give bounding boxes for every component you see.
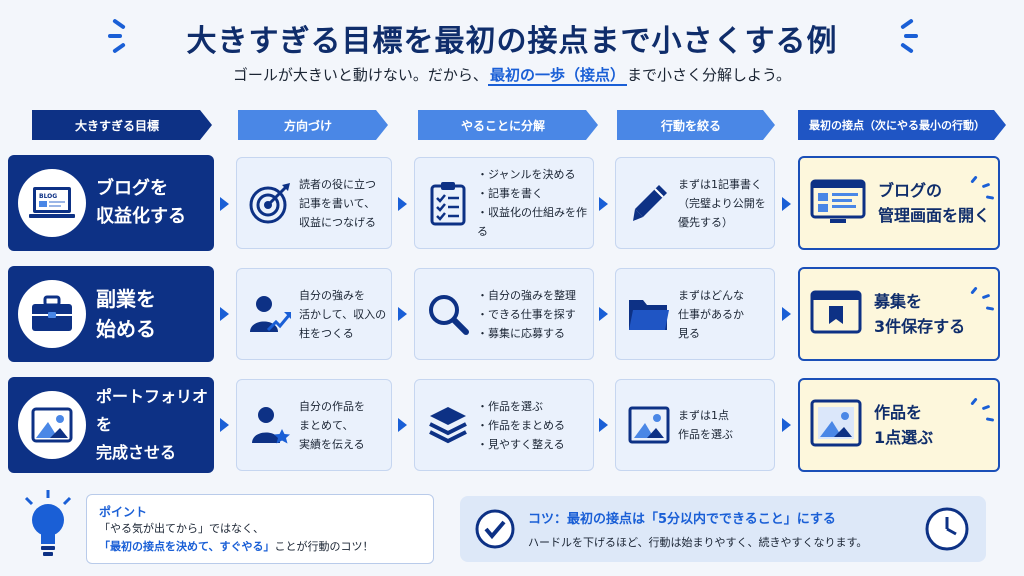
narrow-cell: まずは1記事書く （完璧より公開を 優先する） (615, 157, 775, 249)
narrow-cell: まずはどんな 仕事があるか 見る (615, 268, 775, 360)
breakdown-text: ・ジャンルを決める ・記事を書く ・収益化の仕組みを作る (477, 168, 587, 238)
direction-text: 読者の役に立つ 記事を書いて、 収益につなげる (299, 177, 376, 229)
magnifier-icon (423, 292, 473, 336)
picture-icon (624, 405, 674, 445)
bookmark-window-icon (810, 288, 862, 340)
contact-card: 作品を 1点選ぶ (798, 378, 1000, 472)
layers-icon (423, 403, 473, 447)
kotsu-body: ハードルを下げるほど、行動は始まりやすく、続きやすくなります。 (528, 536, 868, 549)
arrow-right-icon (782, 197, 791, 211)
arrow-right-icon (398, 418, 407, 432)
tip-line2: 「最初の接点を決めて、すぐやる」ことが行動のコツ！ (99, 538, 421, 556)
arrow-right-icon (782, 307, 791, 321)
person-star-icon (245, 403, 295, 447)
breakdown-text: ・作品を選ぶ ・作品をまとめる ・見やすく整える (477, 399, 565, 451)
arrow-right-icon (599, 307, 608, 321)
page-title: 大きすぎる目標を最初の接点まで小さくする例 (186, 24, 838, 59)
goal-card-portfolio: ポートフォリオを 完成させる (8, 377, 214, 473)
kotsu-box: コツ：最初の接点は「5分以内でできること」にする ハードルを下げるほど、行動は始… (460, 496, 986, 562)
contact-card: ブログの 管理画面を開く (798, 156, 1000, 250)
direction-cell: 読者の役に立つ 記事を書いて、 収益につなげる (236, 157, 392, 249)
image-frame-icon (810, 399, 862, 451)
direction-cell: 自分の強みを 活かして、収入の 柱をつくる (236, 268, 392, 360)
goal-text: ブログを 収益化する (96, 178, 186, 227)
blog-icon-text: BLOG (39, 193, 57, 200)
subtitle-after: まで小さく分解しよう。 (626, 66, 792, 84)
tip-line2-rest: ことが行動のコツ！ (274, 540, 374, 553)
direction-text: 自分の作品を まとめて、 実績を伝える (299, 399, 365, 451)
narrow-cell: まずは1点 作品を選ぶ (615, 379, 775, 471)
lightbulb-icon (20, 490, 76, 564)
contact-text: 募集を 3件保存する (874, 292, 966, 336)
checklist-icon (423, 180, 473, 226)
narrow-text: まずは1記事書く （完璧より公開を 優先する） (678, 177, 766, 229)
subtitle: ゴールが大きいと動けない。だから、最初の一歩（接点）まで小さく分解しよう。 (0, 64, 1024, 86)
subtitle-before: ゴールが大きいと動けない。だから、 (232, 66, 488, 84)
contact-text: 作品を 1点選ぶ (874, 403, 934, 447)
breakdown-cell: ・自分の強みを整理 ・できる仕事を探す ・募集に応募する (414, 268, 594, 360)
goal-text: 副業を 始める (96, 287, 156, 341)
tip-line2-highlight: 「最初の接点を決めて、すぐやる」 (99, 540, 275, 553)
target-icon (245, 181, 295, 225)
briefcase-icon (18, 280, 86, 348)
header-goal: 大きすぎる目標 (32, 110, 212, 140)
arrow-right-icon (398, 307, 407, 321)
person-growth-icon (245, 292, 295, 336)
arrow-right-icon (220, 197, 229, 211)
arrow-right-icon (599, 418, 608, 432)
tip-line1: 「やる気が出てから」ではなく、 (99, 522, 264, 535)
arrow-right-icon (220, 307, 229, 321)
breakdown-cell: ・ジャンルを決める ・記事を書く ・収益化の仕組みを作る (414, 157, 594, 249)
dashboard-icon (810, 177, 866, 229)
clock-icon (924, 506, 970, 556)
goal-card-side-job: 副業を 始める (8, 266, 214, 362)
tip-heading: ポイント (99, 505, 148, 519)
breakdown-text: ・自分の強みを整理 ・できる仕事を探す ・募集に応募する (477, 288, 576, 340)
arrow-right-icon (220, 418, 229, 432)
narrow-text: まずは1点 作品を選ぶ (678, 409, 733, 441)
header-contact: 最初の接点（次にやる最小の行動） (798, 110, 1006, 140)
contact-text: ブログの 管理画面を開く (878, 181, 991, 225)
breakdown-cell: ・作品を選ぶ ・作品をまとめる ・見やすく整える (414, 379, 594, 471)
image-icon (18, 391, 86, 459)
narrow-text: まずはどんな 仕事があるか 見る (678, 288, 744, 340)
header-narrow: 行動を絞る (617, 110, 775, 140)
subtitle-highlight: 最初の一歩（接点） (487, 66, 627, 86)
folder-icon (624, 294, 674, 334)
check-circle-icon (474, 508, 516, 554)
blog-laptop-icon: BLOG (18, 169, 86, 237)
arrow-right-icon (782, 418, 791, 432)
contact-card: 募集を 3件保存する (798, 267, 1000, 361)
pencil-icon (624, 181, 674, 225)
direction-cell: 自分の作品を まとめて、 実績を伝える (236, 379, 392, 471)
arrow-right-icon (599, 197, 608, 211)
goal-card-blog: BLOG ブログを 収益化する (8, 155, 214, 251)
tip-box: ポイント 「やる気が出てから」ではなく、 「最初の接点を決めて、すぐやる」ことが… (86, 494, 434, 564)
arrow-right-icon (398, 197, 407, 211)
kotsu-heading: コツ：最初の接点は「5分以内でできること」にする (528, 512, 836, 527)
direction-text: 自分の強みを 活かして、収入の 柱をつくる (299, 288, 387, 340)
header-breakdown: やることに分解 (418, 110, 598, 140)
header-direction: 方向づけ (238, 110, 388, 140)
goal-text: ポートフォリオを 完成させる (96, 387, 209, 462)
